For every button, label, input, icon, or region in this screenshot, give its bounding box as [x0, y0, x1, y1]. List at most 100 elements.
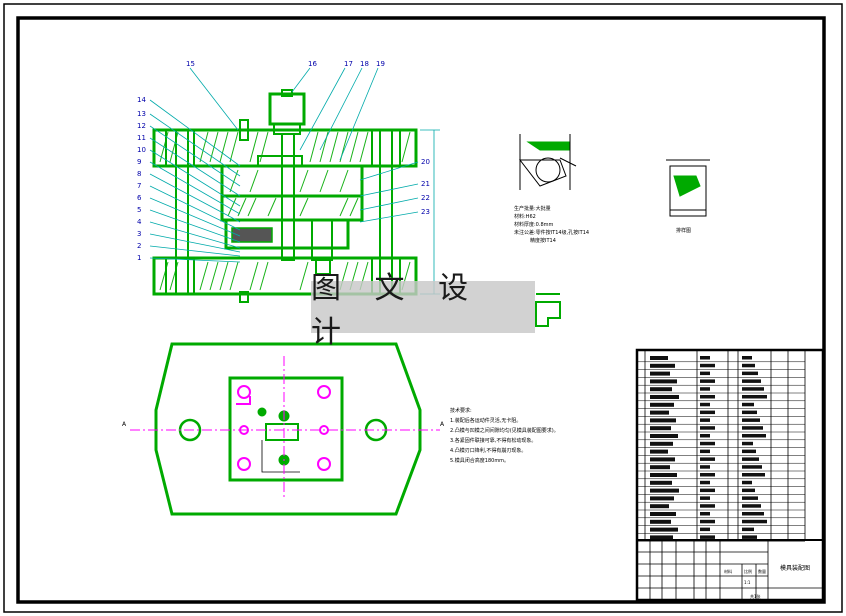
parts-list-cell-mark — [700, 379, 715, 383]
parts-list-cell-mark — [650, 379, 677, 384]
parts-list-cell-mark — [742, 527, 754, 532]
parts-list-cell-mark — [700, 527, 710, 532]
parts-list-cell-mark — [700, 441, 715, 446]
parts-list-cell-mark — [700, 504, 715, 508]
leader-number-left: 10 — [137, 146, 146, 154]
parts-list-cell-mark — [742, 488, 755, 493]
parts-list-cell-mark — [742, 379, 761, 383]
leader-number-left: 11 — [137, 134, 146, 142]
leader-number-left: 6 — [137, 194, 142, 202]
parts-list-cell-mark — [742, 395, 767, 399]
leader-number-right: 20 — [421, 158, 430, 166]
parts-list-cell-mark — [650, 356, 668, 360]
parts-list-cell-mark — [742, 418, 760, 422]
parts-list-cell-mark — [700, 465, 710, 469]
parts-list-cell-mark — [742, 519, 767, 524]
parts-list-cell-mark — [700, 410, 715, 415]
parts-list-cell-mark — [742, 410, 757, 415]
parts-list-cell-mark — [700, 496, 710, 500]
leader-number-top: 19 — [376, 60, 385, 68]
tech-note: 3.各紧固件联接可靠,不得有松动现象。 — [450, 437, 536, 444]
leader-number-left: 5 — [137, 206, 141, 214]
tech-note: 2.凸模与凹模之间间隙均匀(见模具装配图要求)。 — [450, 427, 559, 434]
parts-list-cell-mark — [650, 418, 676, 423]
leader-number-left: 13 — [137, 110, 146, 118]
section-mark-left: A — [122, 421, 127, 428]
leader-number-left: 7 — [137, 182, 141, 190]
parts-list-cell-mark — [650, 535, 673, 540]
leader-number-right: 23 — [421, 208, 430, 216]
small-part-detail — [535, 293, 561, 327]
parts-list-cell-mark — [742, 426, 763, 430]
watermark-banner: 图 文 设 计 — [311, 271, 535, 350]
leader-number-left: 9 — [137, 158, 141, 166]
leader-lines — [149, 67, 440, 295]
leader-number-left: 12 — [137, 122, 146, 130]
leader-number-left: 14 — [137, 96, 146, 104]
parts-list-cell-mark — [742, 363, 755, 368]
elastomer-block — [231, 227, 273, 243]
part-note: 精度按IT14 — [530, 237, 556, 244]
parts-list-cell-mark — [650, 434, 678, 438]
scale-header: 比例 — [744, 568, 752, 574]
parts-list-cell-mark — [700, 371, 710, 376]
parts-list-cell-mark — [742, 473, 765, 477]
parts-list-cell-mark — [650, 426, 671, 431]
parts-list-cell-mark — [700, 434, 710, 438]
parts-list-cell-mark — [742, 457, 759, 461]
part-note: 生产批量:大批量 — [514, 205, 551, 212]
tech-note: 1.装配后各运动件灵活,无卡阻。 — [450, 417, 521, 424]
parts-list — [635, 348, 825, 602]
parts-list-cell-mark — [700, 457, 715, 461]
parts-list-cell-mark — [700, 473, 715, 477]
parts-list-cell-mark — [742, 504, 761, 508]
parts-list-cell-mark — [700, 426, 715, 430]
parts-list-cell-mark — [650, 504, 669, 509]
sheet-value: 共1张 — [750, 593, 761, 599]
tech-note: 技术要求: — [450, 407, 472, 414]
leader-number-top: 15 — [186, 60, 195, 68]
parts-list-cell-mark — [650, 449, 668, 454]
parts-list-cell-mark — [650, 441, 673, 446]
parts-list-cell-mark — [700, 387, 710, 391]
parts-list-cell-mark — [742, 465, 762, 469]
parts-list-cell-mark — [650, 465, 670, 470]
parts-list-cell-mark — [742, 512, 764, 516]
leader-number-left: 1 — [137, 254, 141, 262]
parts-list-cell-mark — [742, 387, 764, 391]
section-mark-right: A — [440, 421, 445, 428]
part-note: 材料:H62 — [514, 213, 536, 220]
parts-list-cell-mark — [742, 480, 752, 485]
leader-number-top: 18 — [360, 60, 369, 68]
drawing-title: 模具装配图 — [780, 564, 810, 572]
parts-list-cell-mark — [742, 535, 757, 539]
parts-list-cell-mark — [700, 395, 715, 399]
parts-list-cell-mark — [700, 449, 710, 454]
leader-number-left: 8 — [137, 170, 141, 178]
parts-list-cell-mark — [742, 441, 753, 446]
strip-layout-caption: 排样图 — [676, 227, 691, 234]
outer-frame — [3, 3, 843, 613]
parts-list-cell-mark — [650, 371, 670, 376]
parts-list-cell-mark — [742, 371, 758, 376]
part-note: 未注公差:零件按IT14级,孔按IT14 — [514, 229, 589, 236]
part-note: 材料厚度:0.8mm — [514, 221, 554, 228]
parts-list-cell-mark — [742, 449, 756, 454]
leader-number-left: 2 — [137, 242, 141, 250]
parts-list-cell-mark — [650, 480, 672, 485]
leader-number-left: 4 — [137, 218, 142, 226]
parts-list-cell-mark — [650, 527, 678, 532]
parts-list-cell-mark — [742, 496, 758, 500]
parts-list-cell-mark — [742, 402, 754, 407]
tech-note: 5.模具闭合高度180mm。 — [450, 457, 509, 464]
parts-list-cell-mark — [650, 395, 679, 399]
tech-note: 4.凸模刃口锋利,不得有崩刃现象。 — [450, 447, 526, 454]
parts-list-cell-mark — [650, 387, 672, 392]
parts-list-cell-mark — [700, 535, 715, 539]
parts-list-cell-mark — [742, 356, 752, 360]
parts-list-cell-mark — [650, 473, 677, 477]
front-section-view — [152, 89, 418, 303]
parts-list-cell-mark — [700, 363, 715, 368]
leader-number-right: 22 — [421, 194, 430, 202]
parts-list-rows — [637, 356, 805, 542]
